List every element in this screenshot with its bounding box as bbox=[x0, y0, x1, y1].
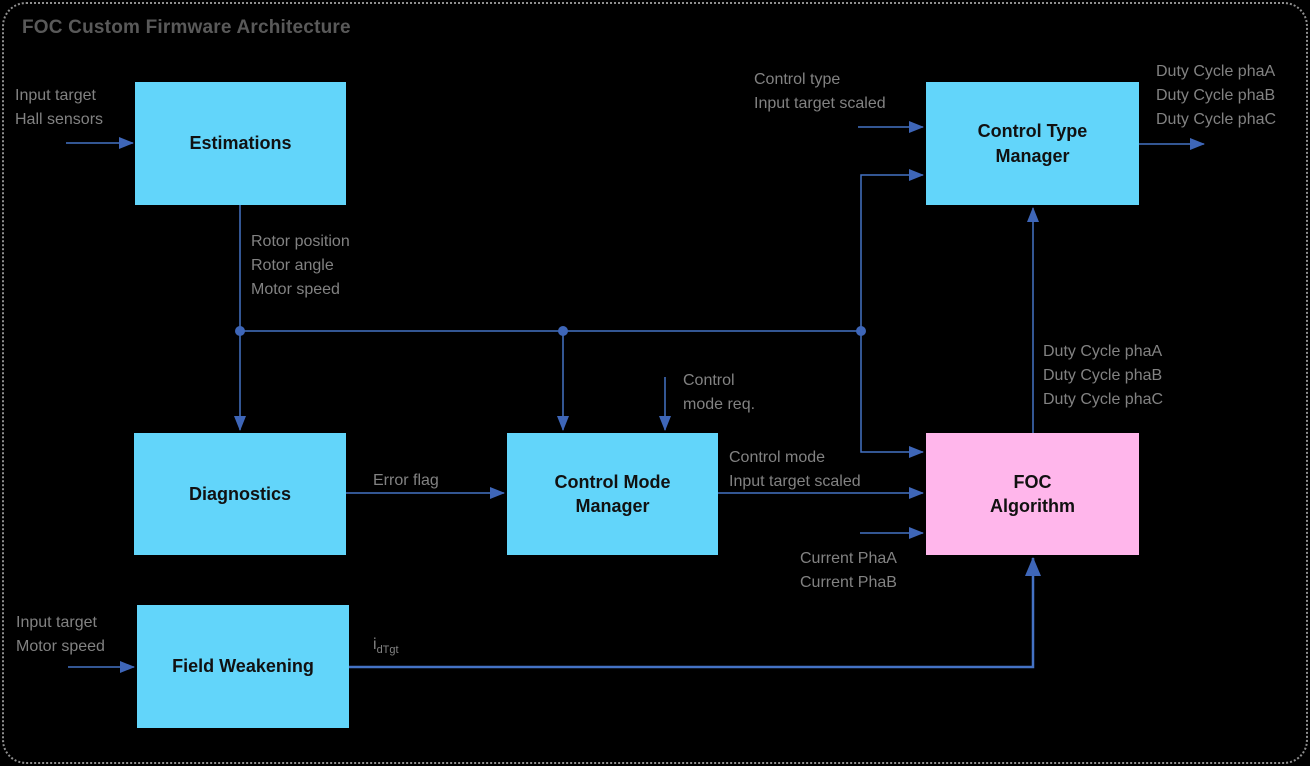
label-control-type-inputs: Control type Input target scaled bbox=[754, 71, 886, 112]
arrow-idtgt-to-foc bbox=[349, 557, 1041, 669]
junction-dot bbox=[235, 326, 245, 336]
block-control-mode-manager: Control Mode Manager bbox=[507, 433, 718, 555]
arrow-bus-to-foc-algorithm bbox=[860, 331, 924, 458]
label-control-mode-outputs: Control mode Input target scaled bbox=[729, 449, 861, 490]
label-error-flag: Error flag bbox=[373, 472, 439, 489]
junction-dot bbox=[856, 326, 866, 336]
label-estimations-inputs: Input target Hall sensors bbox=[15, 87, 104, 128]
label-current-inputs: Current PhaA Current PhaB bbox=[800, 550, 897, 591]
block-foc-algorithm: FOC Algorithm bbox=[926, 433, 1139, 555]
diagram-title: FOC Custom Firmware Architecture bbox=[22, 17, 351, 38]
label-idtgt-subscript: dTgt bbox=[376, 644, 399, 657]
label-field-weakening-inputs: Input target Motor speed bbox=[16, 614, 105, 655]
label-idtgt: idTgt bbox=[373, 633, 399, 657]
label-control-mode-req: Control mode req. bbox=[683, 372, 756, 413]
block-diagnostics: Diagnostics bbox=[134, 433, 346, 555]
junction-dot bbox=[558, 326, 568, 336]
label-foc-duty-feedback: Duty Cycle phaA Duty Cycle phaB Duty Cyc… bbox=[1043, 343, 1164, 408]
block-field-weakening: Field Weakening bbox=[137, 605, 349, 728]
block-estimations: Estimations bbox=[135, 82, 346, 205]
block-control-type-manager: Control Type Manager bbox=[926, 82, 1139, 205]
label-idtgt-base: i bbox=[373, 636, 377, 653]
arrow-bus-to-control-type-manager bbox=[860, 169, 924, 331]
label-rotor-outputs: Rotor position Rotor angle Motor speed bbox=[251, 233, 350, 298]
label-duty-cycle-outputs: Duty Cycle phaA Duty Cycle phaB Duty Cyc… bbox=[1156, 63, 1277, 128]
